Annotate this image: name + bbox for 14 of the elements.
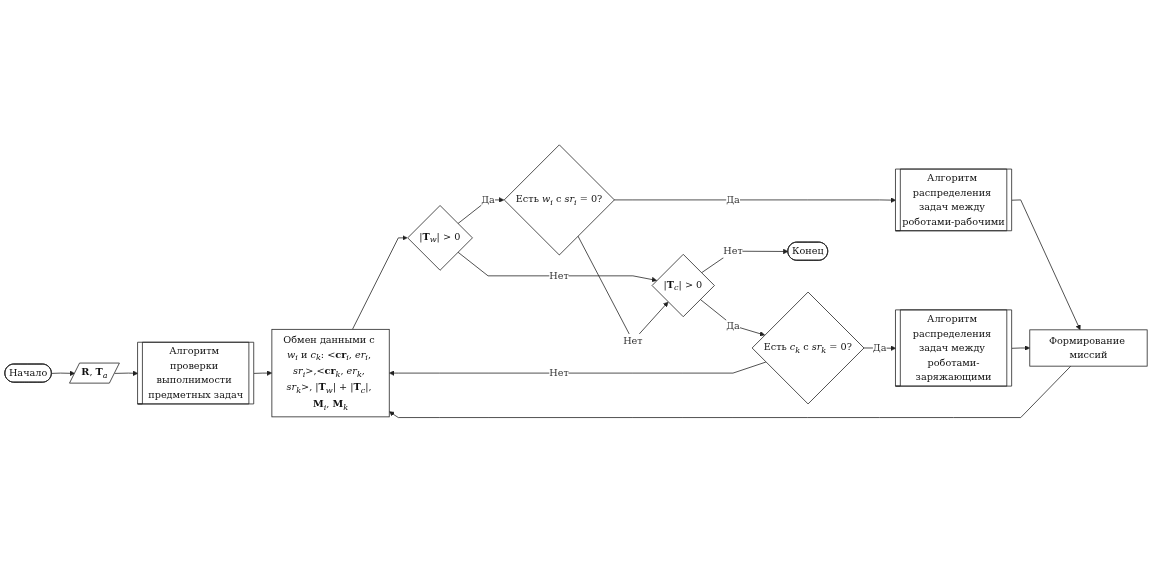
edge-label: Нет: [549, 270, 569, 282]
edge-label: Нет: [723, 245, 743, 257]
node-diamond: Есть c$_{k}$ с sr$_{k}$ = 0?: [751, 291, 865, 405]
node-diamond: |T$_{w}$| > 0: [407, 205, 473, 271]
edge-label: Нет: [623, 335, 643, 347]
edge-label: Да: [481, 194, 495, 206]
edge-label: Да: [872, 342, 887, 354]
node-diamond: |T$_{c}$| > 0: [651, 254, 715, 318]
node-box: Обмен данными с w$_{i}$ и c$_{k}$: <cr$_{i}$, er$_{i}$, sr$_{i}$>,<cr$_{k}$, er$_{k}$, sr$_{k}$>, |T$_{w}$| + |T$_{c}$|, M$_{i}$, M$_{k}$: [271, 329, 390, 418]
edge-label: Нет: [549, 367, 569, 379]
node-box: Формирование миссий: [1029, 329, 1148, 367]
edge-label: Да: [726, 319, 740, 332]
edge-label: Да: [726, 194, 740, 206]
node-diamond: Есть w$_{i}$ с sr$_{i}$ = 0?: [503, 144, 615, 256]
